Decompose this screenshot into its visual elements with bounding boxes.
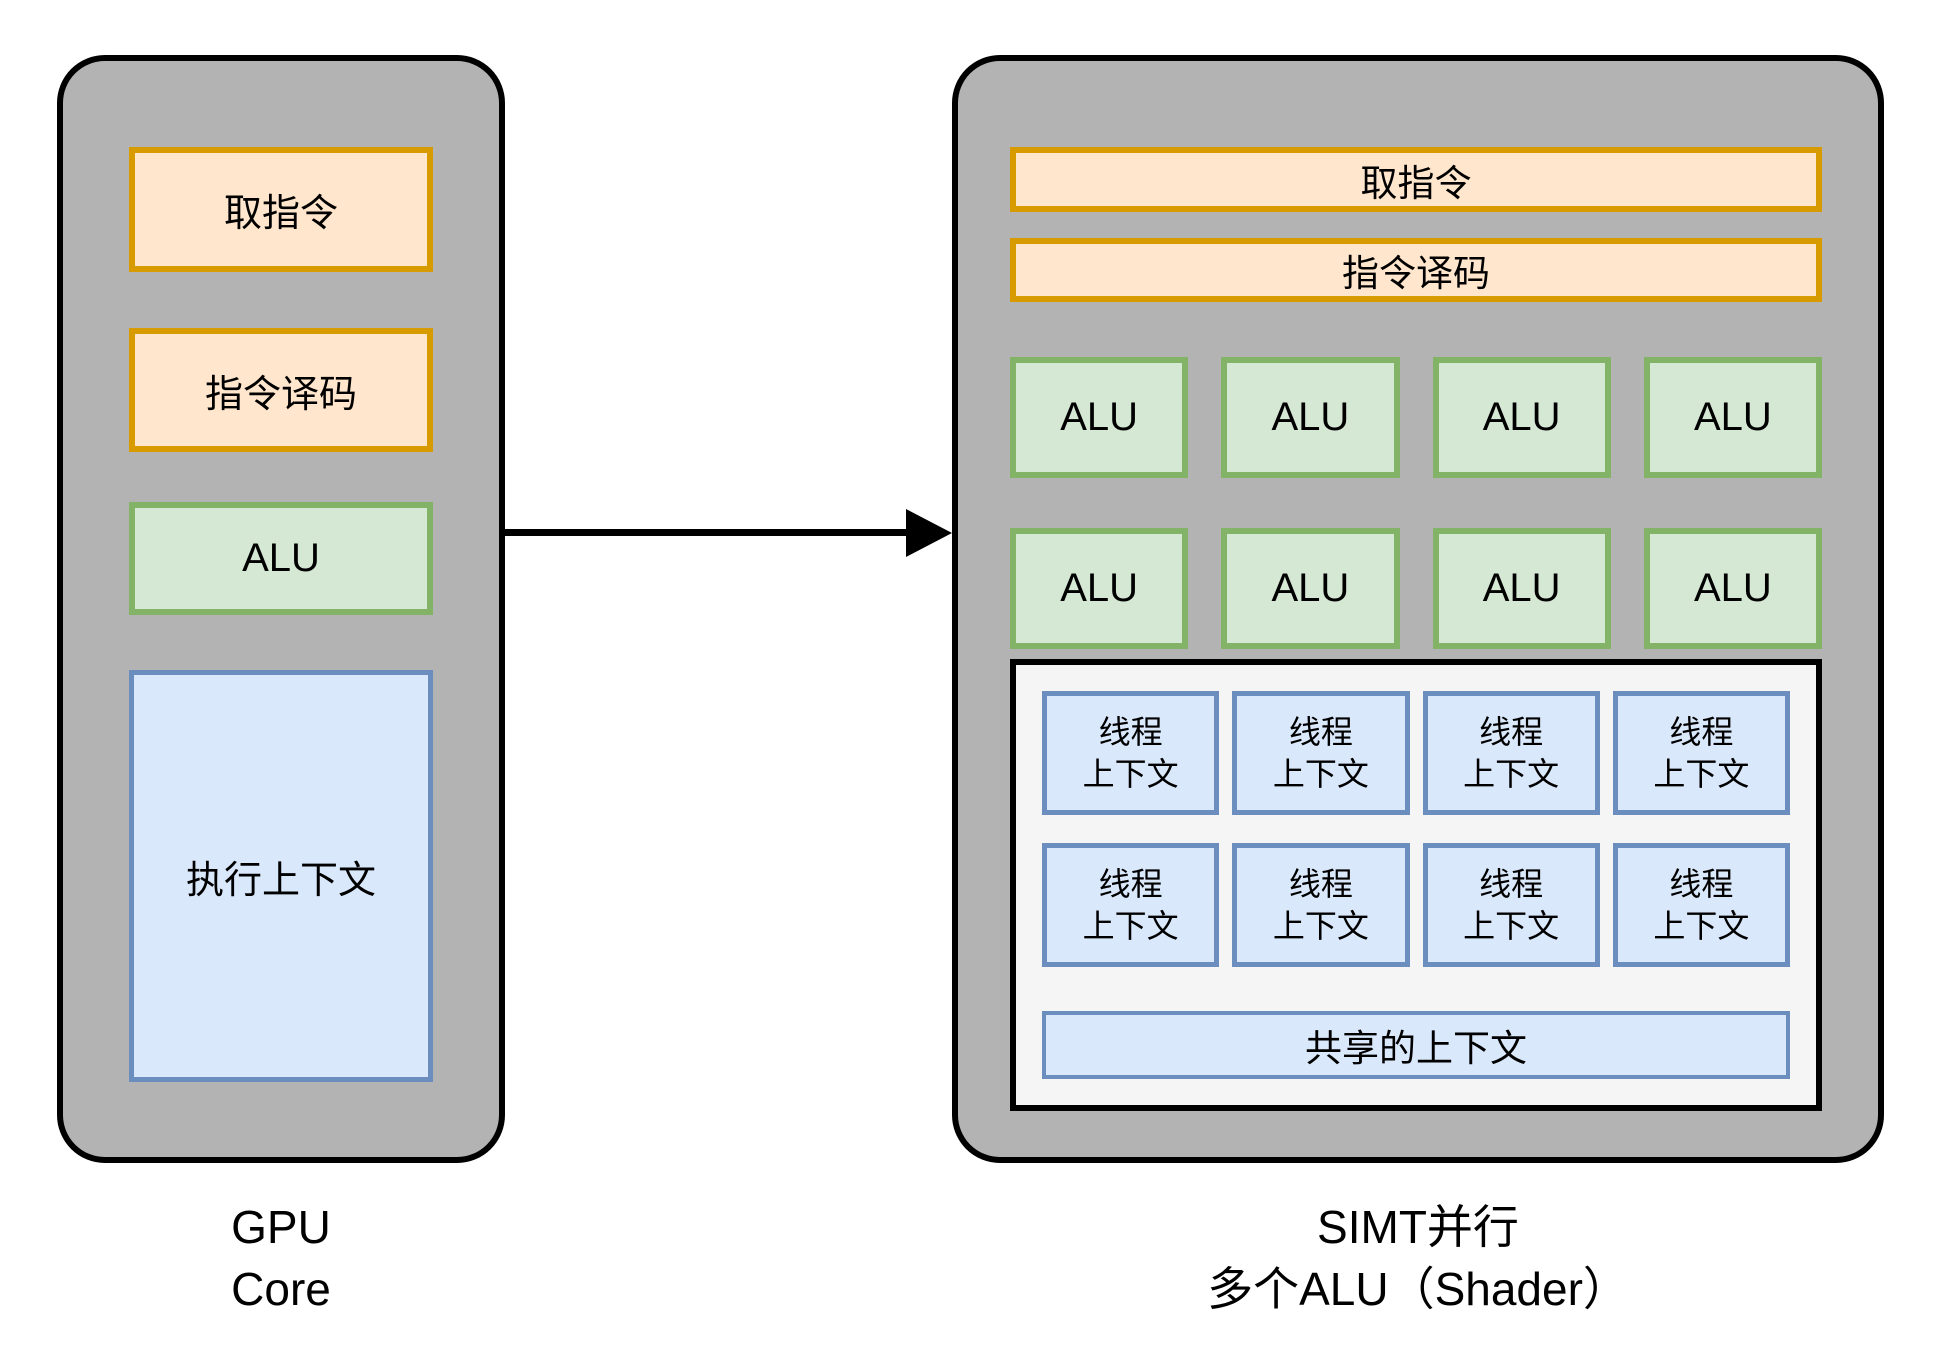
simt-caption-line2: 多个ALU（Shader） [1207, 1263, 1629, 1315]
thread-context-box: 线程 上下文 [1422, 691, 1600, 815]
flow-arrow-head-icon [906, 509, 952, 557]
alu-box: ALU [1432, 528, 1611, 649]
execution-context-box: 执行上下文 [129, 670, 433, 1082]
gpu-core-panel: 取指令 指令译码 ALU 执行上下文 [57, 55, 505, 1163]
fetch-instruction-label: 取指令 [223, 193, 338, 235]
fetch-instruction-bar: 取指令 [1010, 147, 1822, 212]
thread-context-label-line1: 线程 [1669, 866, 1734, 902]
instruction-decode-label: 指令译码 [204, 373, 357, 416]
simt-caption-line1: SIMT并行 [1317, 1201, 1519, 1253]
flow-arrow-line [505, 529, 909, 536]
thread-context-label-line2: 上下文 [1463, 756, 1560, 792]
thread-context-label-line2: 上下文 [1082, 908, 1179, 944]
thread-context-grid: 线程 上下文 线程 上下文 线程 上下文 线程 上下文 线程 上下文 线程 上下… [1042, 691, 1790, 967]
execution-context-label: 执行上下文 [185, 859, 376, 902]
shared-context-bar: 共享的上下文 [1042, 1011, 1790, 1079]
thread-context-label-line2: 上下文 [1653, 908, 1750, 944]
thread-context-label-line1: 线程 [1098, 866, 1163, 902]
thread-context-label-line1: 线程 [1098, 714, 1163, 750]
thread-context-label-line1: 线程 [1288, 866, 1353, 902]
alu-box: ALU [1010, 357, 1189, 478]
thread-context-box: 线程 上下文 [1422, 843, 1600, 967]
alu-box: ALU [1432, 357, 1611, 478]
thread-context-label-line1: 线程 [1479, 714, 1544, 750]
gpu-core-caption-line1: GPU [231, 1201, 331, 1253]
alu-box: ALU [1221, 528, 1400, 649]
gpu-core-caption-line2: Core [231, 1263, 331, 1315]
alu-box: ALU [1010, 528, 1189, 649]
thread-context-label-line2: 上下文 [1463, 908, 1560, 944]
alu-box: ALU [129, 502, 433, 615]
thread-context-box: 线程 上下文 [1232, 843, 1410, 967]
contexts-container: 线程 上下文 线程 上下文 线程 上下文 线程 上下文 线程 上下文 线程 上下… [1010, 659, 1822, 1111]
thread-context-label-line1: 线程 [1669, 714, 1734, 750]
fetch-instruction-label: 取指令 [1360, 162, 1472, 204]
fetch-instruction-box: 取指令 [129, 147, 433, 272]
thread-context-box: 线程 上下文 [1042, 691, 1220, 815]
simt-caption: SIMT并行 多个ALU（Shader） [952, 1196, 1884, 1320]
alu-label: ALU [242, 536, 320, 580]
thread-context-label-line1: 线程 [1288, 714, 1353, 750]
thread-context-box: 线程 上下文 [1042, 843, 1220, 967]
thread-context-box: 线程 上下文 [1232, 691, 1410, 815]
instruction-decode-box: 指令译码 [129, 328, 433, 452]
shared-context-label: 共享的上下文 [1305, 1028, 1527, 1069]
thread-context-box: 线程 上下文 [1612, 843, 1790, 967]
alu-box: ALU [1643, 528, 1822, 649]
gpu-core-caption: GPU Core [57, 1196, 505, 1320]
simt-shader-panel: 取指令 指令译码 ALU ALU ALU ALU ALU ALU ALU ALU 线程 上下文… [952, 55, 1884, 1163]
alu-box: ALU [1643, 357, 1822, 478]
thread-context-label-line2: 上下文 [1272, 908, 1369, 944]
thread-context-label-line2: 上下文 [1272, 756, 1369, 792]
instruction-decode-label: 指令译码 [1342, 253, 1490, 294]
thread-context-label-line1: 线程 [1479, 866, 1544, 902]
thread-context-label-line2: 上下文 [1653, 756, 1750, 792]
thread-context-box: 线程 上下文 [1612, 691, 1790, 815]
thread-context-label-line2: 上下文 [1082, 756, 1179, 792]
alu-grid: ALU ALU ALU ALU ALU ALU ALU ALU [1010, 357, 1822, 649]
alu-box: ALU [1221, 357, 1400, 478]
instruction-decode-bar: 指令译码 [1010, 238, 1822, 302]
